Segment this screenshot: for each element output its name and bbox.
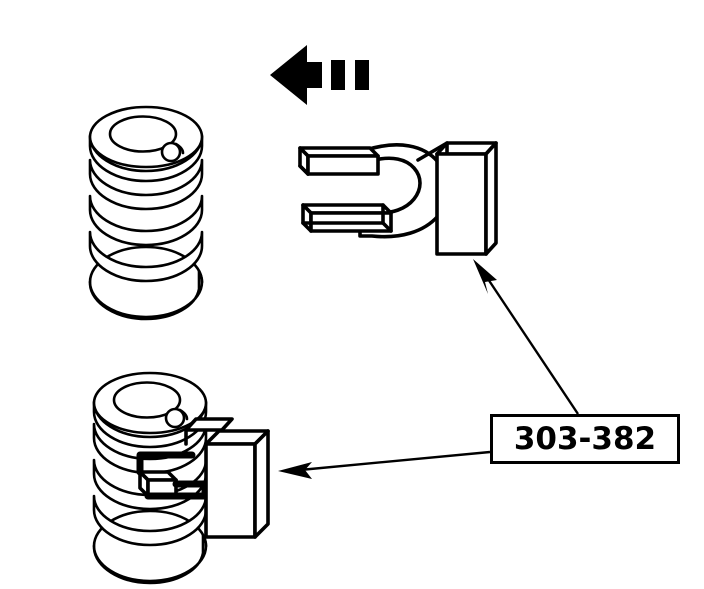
callout-label-box[interactable]: 303-382 — [490, 414, 680, 464]
spring-compressor-fork — [298, 141, 498, 256]
motion-bar-2 — [355, 60, 369, 90]
leader-to-fork-tool — [473, 259, 579, 415]
motion-bar-1 — [331, 60, 345, 90]
installation-direction-arrow — [270, 45, 369, 105]
leader-arrowhead-fork — [473, 259, 497, 294]
coil-spring-upper — [88, 105, 204, 321]
leader-arrowhead-installed — [278, 462, 312, 479]
leader-to-installed-tool — [278, 450, 491, 479]
installed-tool-handle-block — [136, 417, 270, 539]
callout-label-text: 303-382 — [513, 420, 657, 457]
